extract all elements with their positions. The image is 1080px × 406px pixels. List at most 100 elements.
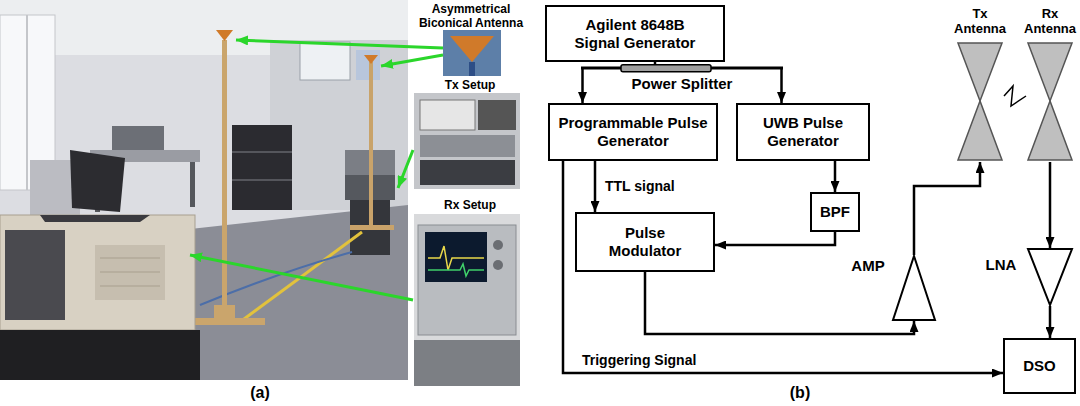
equipment-grille [95,245,165,300]
node-label: BPF [813,203,857,221]
node-label: LNA [978,256,1024,274]
panel-label: (b) [780,383,820,403]
amplifier-triangle [893,256,935,320]
node-label: Pulse Modulator [595,224,695,260]
panel-label: (a) [240,383,280,403]
part-label: Rx Setup [425,198,515,212]
antenna [364,55,378,64]
bowtie-antenna [952,42,1008,162]
process-box: Programmable Pulse Generator [548,103,718,161]
signal-line [780,68,783,103]
splitter-symbol [581,64,783,76]
amplifier-symbol: LNA [978,248,1074,306]
shelf [232,179,292,181]
leader-arrow [236,40,443,48]
signal-line [1049,162,1052,248]
bowtie-antenna [1022,42,1078,162]
part-label: Tx Setup [425,78,515,92]
bench [414,340,520,386]
process-box: Pulse Modulator [575,212,715,272]
signal-line [645,272,914,334]
window-frame [26,15,28,190]
node-label: Agilent 8648B Signal Generator [568,16,703,52]
scope-knob [493,240,503,250]
laptop [70,150,125,212]
power-splitter: Power Splitter [581,64,783,98]
instrument [420,160,515,185]
vent [100,286,160,287]
antenna-symbol: Rx Antenna [1022,2,1078,162]
scope-trace [428,246,484,270]
signal-line [654,62,657,64]
laptop [40,215,150,222]
amplifier-triangle [1026,248,1074,306]
instrument [420,135,515,157]
shelf [232,151,292,153]
leader-arrow [398,150,413,188]
signal-line [914,162,980,255]
process-box: UWB Pulse Generator [736,103,870,161]
rx-equipment [0,215,195,330]
leader-arrows [190,40,443,300]
node-label: UWB Pulse Generator [741,114,865,150]
wall [0,0,408,380]
instrument-box: DSO [1003,338,1076,394]
antenna-inset [443,30,501,76]
generator [420,100,475,130]
tx-inset [414,93,520,189]
antenna-symbol: Tx Antenna [952,2,1008,162]
desk-leg [190,162,195,207]
leader-arrow [190,255,413,300]
floor [0,205,408,380]
antenna-stand [369,62,373,227]
stand-base [350,225,394,230]
antenna-stand [222,40,227,323]
amplifier-triangle [1028,249,1072,305]
amplifier-symbol: AMP [845,255,937,321]
antenna-cone [1028,43,1072,101]
antenna-cone [958,101,1002,160]
antenna-cone [1028,101,1072,160]
leader-arrow [381,55,443,66]
antenna-cone [450,36,494,62]
antenna [216,30,233,41]
instrument [478,100,516,130]
splitter-body [621,65,711,72]
signal-line [563,161,1003,373]
node-label: Programmable Pulse Generator [553,114,713,150]
amplifier-triangle [891,255,937,321]
scope-screen [425,232,487,282]
signal-label: TTL signal [603,178,677,194]
vent [100,258,160,259]
node-label: DSO [1008,357,1072,375]
signal-line [834,161,837,192]
photo-insets [414,30,520,386]
signal-label: Triggering Signal [580,352,698,368]
filter-box: BPF [810,192,860,232]
whiteboard [300,42,350,80]
wireless-link [1004,86,1026,106]
node-label: AMP [845,257,891,275]
instrument [112,126,164,150]
vent [100,272,160,273]
signal-line [1049,306,1052,338]
room-photo [0,0,408,380]
antenna-cone [958,43,1002,101]
signal-line [581,68,584,103]
node-label: Rx Antenna [1022,6,1078,36]
scope-knob [493,260,503,270]
scope-trace [428,264,484,276]
stand-base [214,305,235,325]
cart [0,330,200,380]
rx-inset [414,214,520,386]
signal-line [594,161,597,212]
signal-line [715,232,835,245]
node-label: Power Splitter [581,75,783,93]
poster [356,50,380,80]
oscilloscope [418,225,516,335]
instrument-box: Agilent 8648B Signal Generator [545,5,725,62]
part-label: Asymmetrical Biconical Antenna [412,2,530,30]
node-label: Tx Antenna [952,6,1008,36]
